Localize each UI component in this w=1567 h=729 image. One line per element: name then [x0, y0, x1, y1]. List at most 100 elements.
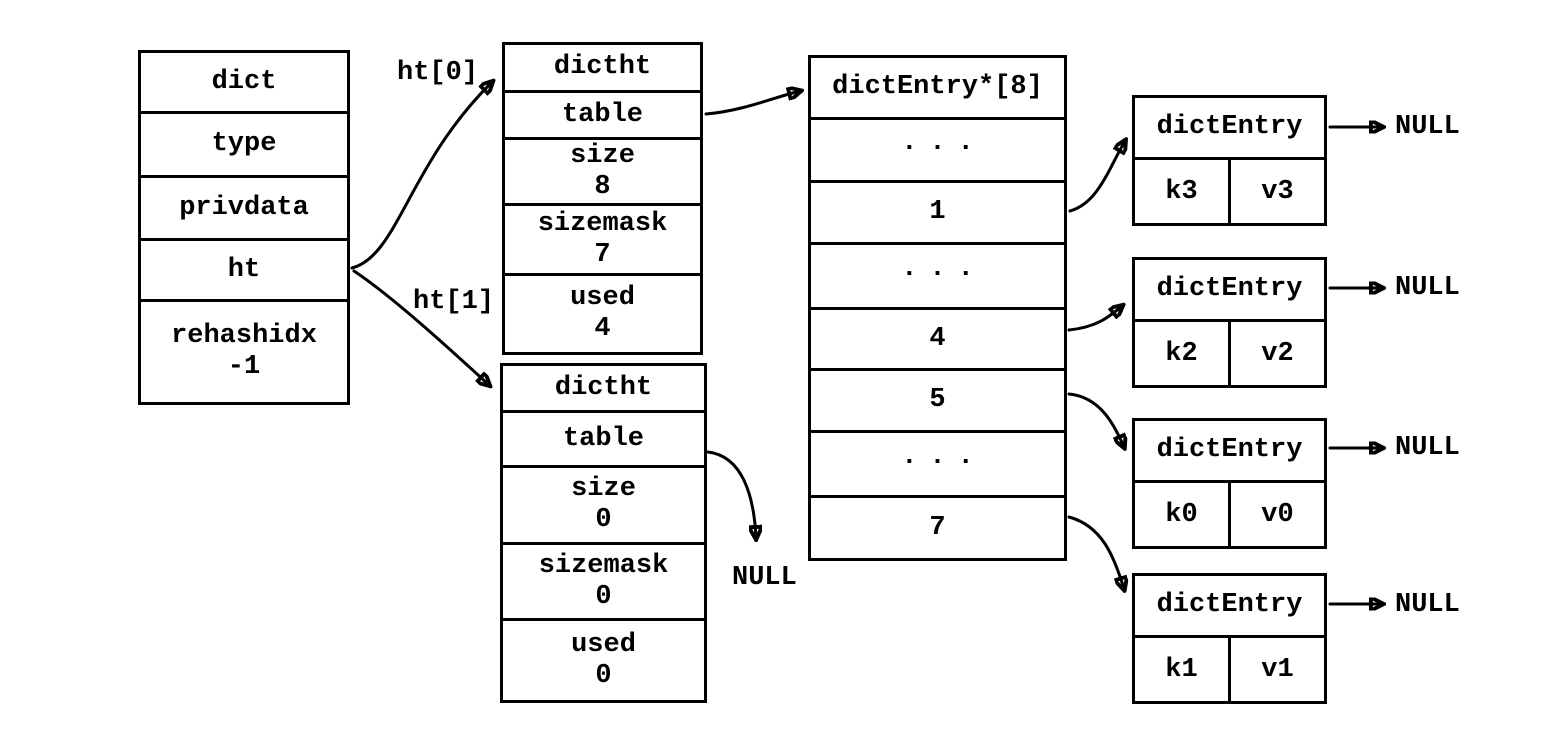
dict-type-label: type: [211, 129, 277, 159]
dict-type-cell: type: [141, 114, 347, 178]
dictentry-box-k3: dictEntry k3 v3: [1132, 95, 1327, 226]
dictht1-size-cell: size 0: [503, 468, 704, 545]
dictentry-title: dictEntry: [1156, 435, 1303, 465]
dictht1-table-cell: table: [503, 413, 704, 468]
bucket-array-header-cell: dictEntry*[8]: [811, 58, 1064, 120]
arrow-table1-to-null: [706, 450, 756, 538]
dictht0-sizemask-value: 7: [594, 239, 611, 270]
bucket-ellipsis: ...: [901, 127, 986, 158]
dictentry-kv-row: k2 v2: [1135, 322, 1324, 385]
dictht0-used-label: used: [570, 283, 635, 313]
dictht1-used-cell: used 0: [503, 621, 704, 700]
dictht1-used-label: used: [571, 629, 636, 660]
dict-privdata-cell: privdata: [141, 178, 347, 241]
dictht0-table-cell: table: [505, 93, 700, 140]
bucket-array-box: dictEntry*[8] ... 1 ... 4 5 ... 7: [808, 55, 1067, 561]
dictht1-sizemask-value: 0: [595, 581, 612, 612]
bucket-cell-ellipsis: ...: [811, 433, 1064, 498]
bucket-cell-5: 5: [811, 371, 1064, 433]
bucket-cell-ellipsis: ...: [811, 120, 1064, 183]
dictentry-title-cell: dictEntry: [1135, 260, 1324, 322]
dictentry-key-cell: k0: [1135, 483, 1231, 546]
dict-title: dict: [211, 66, 277, 97]
dictentry-k2-next-null-label: NULL: [1395, 273, 1460, 303]
dictentry-k0-next-null-label: NULL: [1395, 433, 1460, 463]
dict-privdata-label: privdata: [179, 192, 309, 223]
dictentry-value-cell: v1: [1231, 638, 1324, 701]
dictht0-table-label: table: [561, 99, 643, 130]
arrow-table0-to-bucket-array: [704, 91, 800, 116]
dictentry-box-k0: dictEntry k0 v0: [1132, 418, 1327, 549]
dictht0-used-cell: used 4: [505, 276, 700, 352]
dictentry-value: v3: [1261, 176, 1294, 207]
dict-ht-label: ht: [227, 254, 261, 285]
arrow-bucket4-to-dictentry-k2: [1067, 306, 1122, 332]
dict-ht-cell: ht: [141, 241, 347, 302]
dictentry-kv-row: k0 v0: [1135, 483, 1324, 546]
dictentry-value-cell: v0: [1231, 483, 1324, 546]
dict-rehashidx-label: rehashidx: [171, 321, 317, 351]
ht1-pointer-label: ht[1]: [413, 287, 495, 317]
dictht1-sizemask-label: sizemask: [538, 550, 669, 581]
dictentry-kv-row: k1 v1: [1135, 638, 1324, 701]
dictht1-sizemask-cell: sizemask 0: [503, 545, 704, 621]
dictht0-box: dictht table size 8 sizemask 7 used 4: [502, 42, 703, 355]
dictentry-key-cell: k3: [1135, 160, 1231, 223]
bucket-index-7: 7: [929, 512, 946, 543]
dictht1-title: dictht: [554, 372, 653, 403]
bucket-index-1: 1: [929, 197, 946, 227]
arrow-ht0-to-dictht0: [350, 82, 492, 270]
dictentry-k1-next-null-label: NULL: [1395, 590, 1460, 620]
bucket-cell-4: 4: [811, 310, 1064, 371]
dictentry-key: k0: [1165, 499, 1198, 530]
ht0-pointer-label: ht[0]: [397, 58, 479, 88]
dictentry-kv-row: k3 v3: [1135, 160, 1324, 223]
dictht0-size-label: size: [570, 140, 635, 171]
dictentry-title: dictEntry: [1156, 590, 1303, 620]
dictentry-key-cell: k1: [1135, 638, 1231, 701]
dictentry-box-k1: dictEntry k1 v1: [1132, 573, 1327, 704]
dictht1-size-label: size: [571, 474, 636, 504]
dictht1-size-value: 0: [595, 505, 612, 535]
dictentry-key: k2: [1165, 338, 1198, 369]
dictht1-table-label: table: [562, 423, 644, 454]
dictht1-box: dictht table size 0 sizemask 0 used 0: [500, 363, 707, 703]
dict-struct-box: dict type privdata ht rehashidx -1: [138, 50, 350, 405]
dictht1-table-null-label: NULL: [732, 563, 797, 593]
dict-rehashidx-cell: rehashidx -1: [141, 302, 347, 402]
dictentry-key-cell: k2: [1135, 322, 1231, 385]
bucket-index-4: 4: [929, 323, 946, 354]
arrow-bucket5-to-dictentry-k0: [1067, 392, 1124, 447]
dictentry-title: dictEntry: [1156, 274, 1303, 304]
dictentry-value: v0: [1261, 499, 1294, 530]
bucket-array-header: dictEntry*[8]: [832, 72, 1043, 102]
bucket-index-5: 5: [929, 385, 946, 415]
dictht0-used-value: 4: [594, 314, 611, 344]
dictht0-sizemask-cell: sizemask 7: [505, 206, 700, 276]
bucket-ellipsis: ...: [901, 253, 986, 284]
dictht1-used-value: 0: [595, 660, 612, 691]
dictentry-value: v2: [1261, 338, 1294, 369]
dictentry-key: k3: [1165, 176, 1198, 207]
dict-rehashidx-value: -1: [227, 352, 261, 382]
dictht0-size-cell: size 8: [505, 140, 700, 206]
dictht1-title-cell: dictht: [503, 366, 704, 413]
dictentry-value: v1: [1261, 654, 1294, 685]
bucket-cell-ellipsis: ...: [811, 245, 1064, 310]
arrow-bucket7-to-dictentry-k1: [1067, 515, 1124, 589]
dict-title-cell: dict: [141, 53, 347, 114]
dictentry-value-cell: v3: [1231, 160, 1324, 223]
dictentry-title-cell: dictEntry: [1135, 576, 1324, 638]
dictentry-key: k1: [1165, 654, 1198, 685]
dictht0-sizemask-label: sizemask: [537, 208, 668, 239]
bucket-ellipsis: ...: [901, 441, 986, 472]
dictentry-box-k2: dictEntry k2 v2: [1132, 257, 1327, 388]
dictentry-title: dictEntry: [1156, 112, 1303, 142]
dictentry-title-cell: dictEntry: [1135, 421, 1324, 483]
arrow-bucket1-to-dictentry-k3: [1068, 141, 1125, 213]
dictht0-size-value: 8: [594, 171, 611, 202]
dictentry-k3-next-null-label: NULL: [1395, 112, 1460, 142]
dictht0-title-cell: dictht: [505, 45, 700, 93]
bucket-cell-1: 1: [811, 183, 1064, 245]
